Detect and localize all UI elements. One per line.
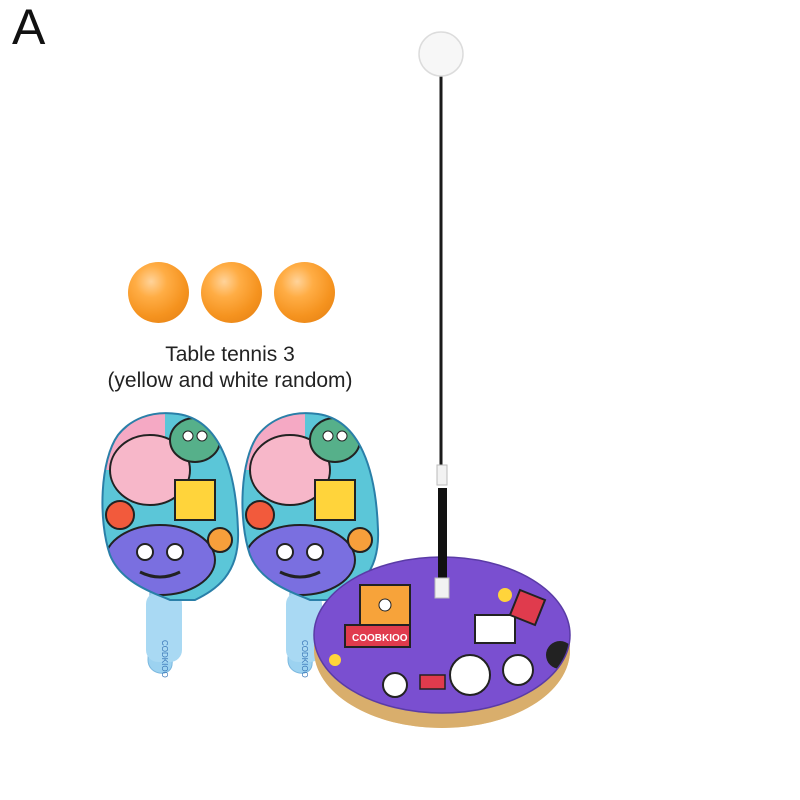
- paddle-brand-text: CODKIOO: [160, 640, 169, 678]
- caption-line-1: Table tennis 3: [165, 343, 295, 366]
- trainer-pole: [434, 75, 450, 599]
- base-brand-text: COOBKIOO: [352, 633, 408, 644]
- caption-line-2: (yellow and white random): [107, 369, 353, 392]
- orange-ball: [128, 262, 189, 323]
- paddle-brand-text: CODKIOO: [300, 640, 309, 678]
- table-tennis-balls: [128, 262, 335, 326]
- orange-ball: [201, 262, 262, 323]
- practice-ball: [418, 31, 464, 77]
- variant-label: A: [12, 0, 46, 55]
- paddle-left: CODKIOO: [101, 412, 240, 678]
- orange-ball: [274, 262, 335, 323]
- trainer-base: COOBKIOO: [313, 556, 571, 728]
- product-caption: Table tennis 3 (yellow and white random): [60, 342, 400, 394]
- paddle-right: CODKIOO: [241, 412, 380, 678]
